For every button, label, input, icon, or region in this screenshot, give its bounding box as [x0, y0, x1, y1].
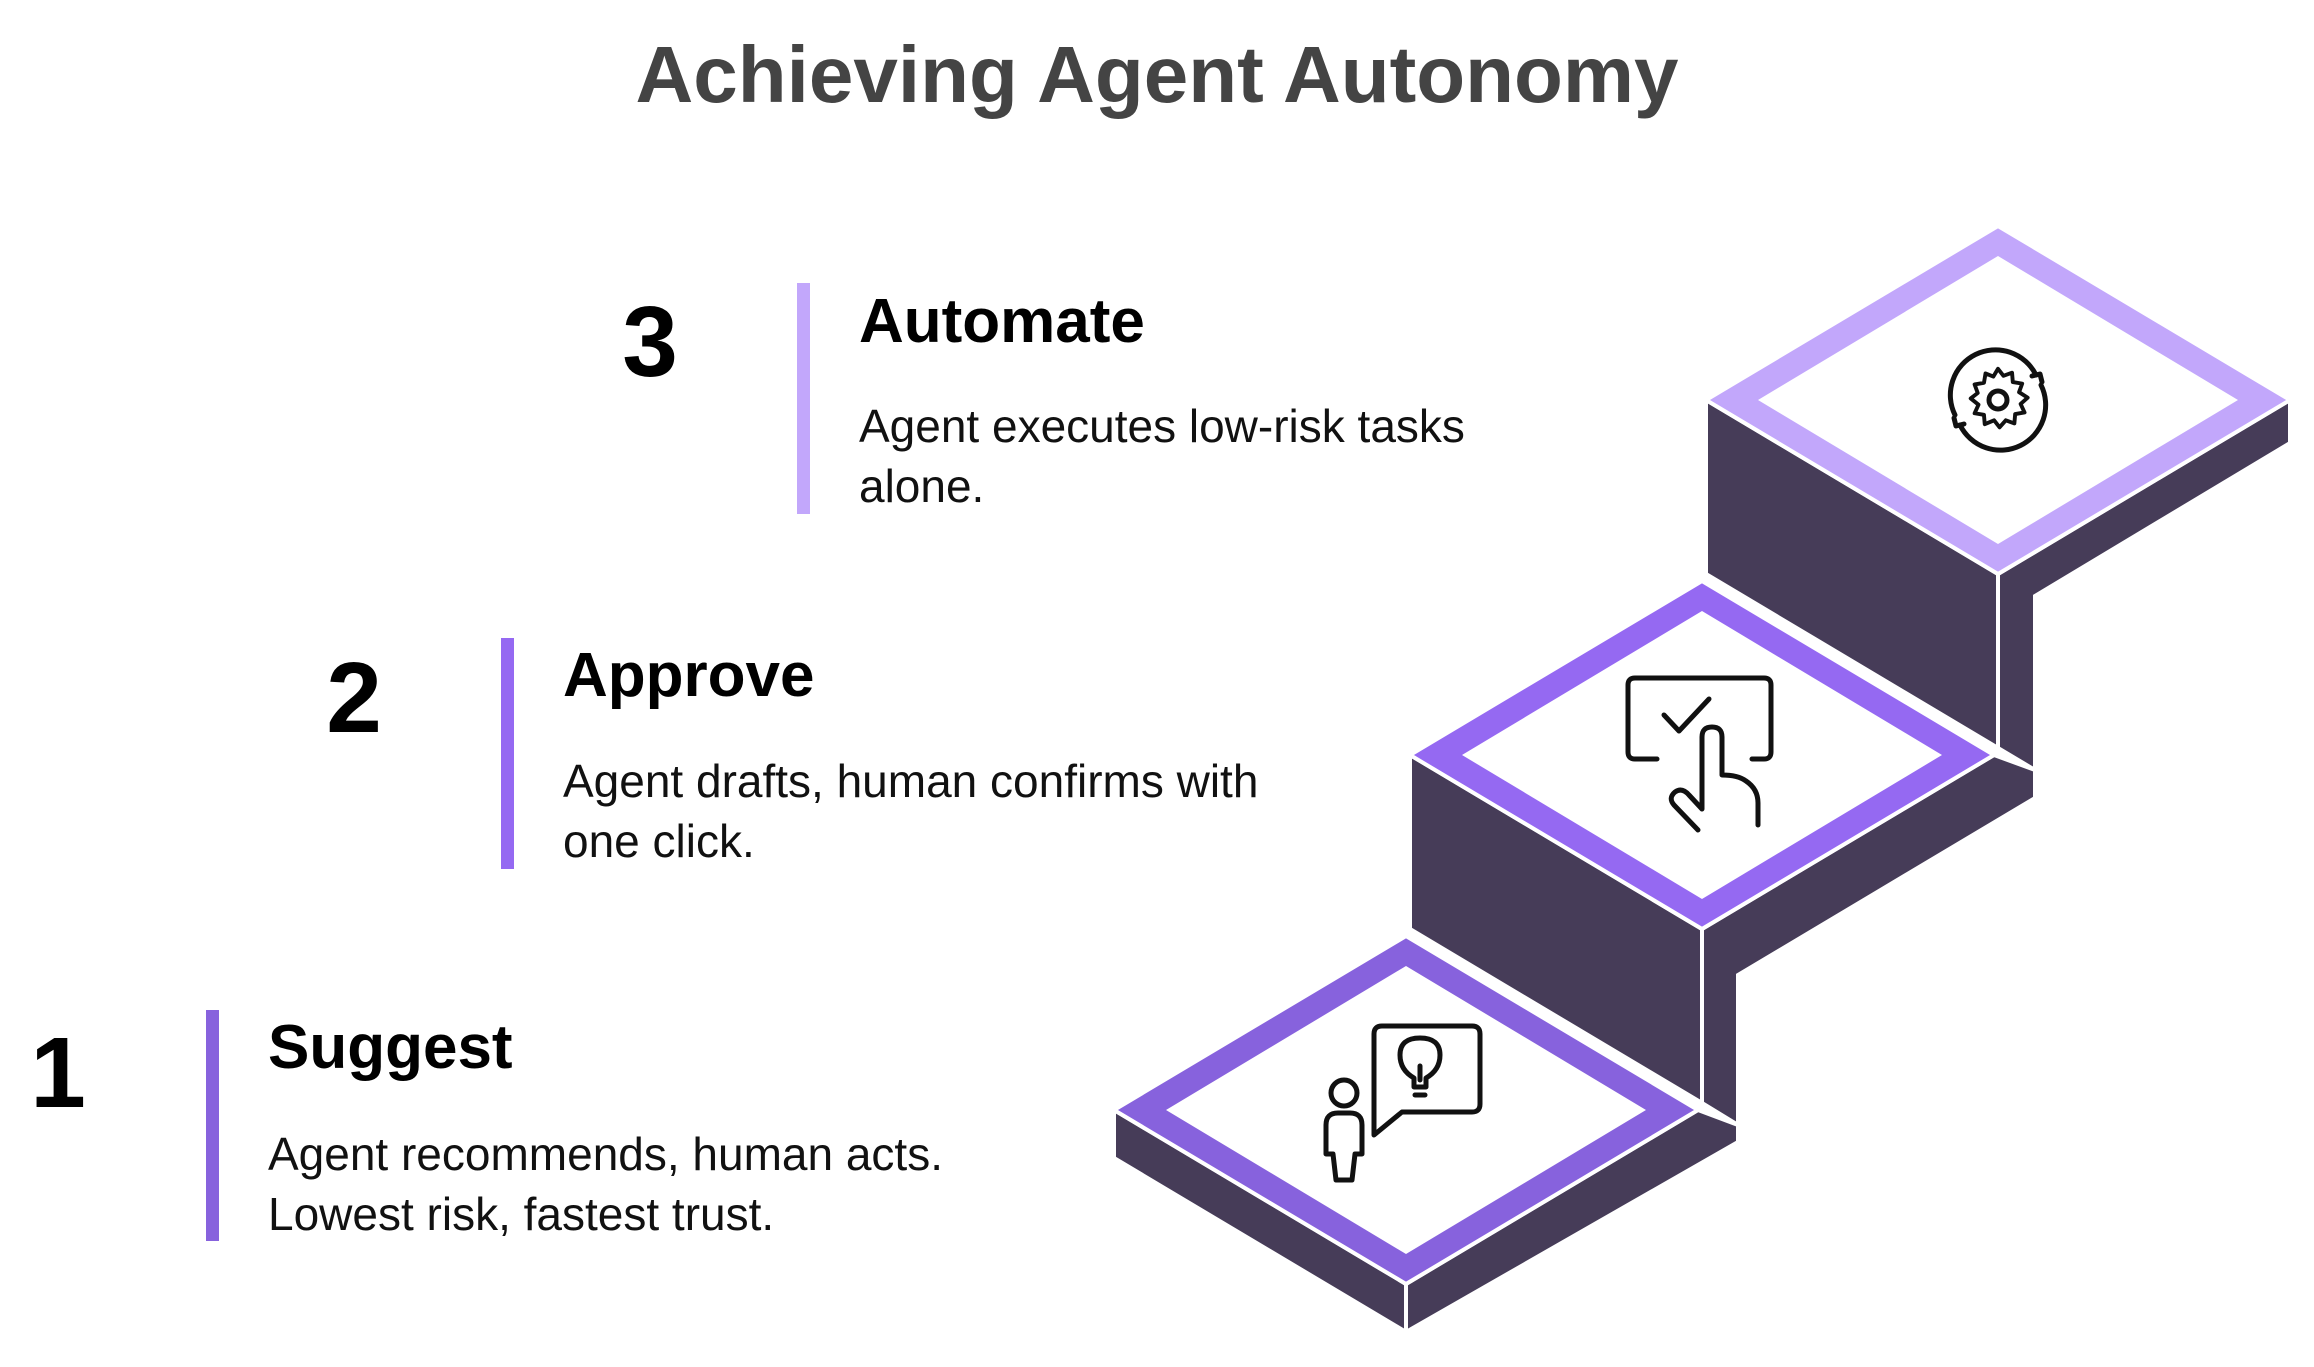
step-2-number: 2 — [326, 642, 382, 754]
step-2-label: 2 Approve Agent drafts, human confirms w… — [326, 638, 1258, 869]
hand-touch-check-icon — [1625, 675, 1774, 833]
step-1-desc-line-1: Agent recommends, human acts. — [268, 1128, 943, 1180]
step-2-desc-line-2: one click. — [563, 815, 755, 867]
step-3-block — [1702, 223, 2294, 774]
step-2-desc-line-1: Agent drafts, human confirms with — [563, 755, 1258, 807]
step-3-desc-line-1: Agent executes low-risk tasks — [859, 400, 1465, 452]
person-lightbulb-icon — [1323, 1023, 1483, 1183]
step-2-heading: Approve — [563, 641, 814, 710]
step-3-label: 3 Automate Agent executes low-risk tasks… — [622, 283, 1465, 514]
step-2-block — [1406, 578, 2037, 1129]
step-3-number: 3 — [622, 286, 678, 398]
step-1-accent-bar — [206, 1010, 219, 1241]
page-title: Achieving Agent Autonomy — [636, 30, 1679, 119]
step-2-riser-right — [1700, 752, 2037, 1129]
step-1-number: 1 — [30, 1017, 86, 1129]
step-1-label: 1 Suggest Agent recommends, human acts. … — [30, 1010, 943, 1241]
step-3-desc-line-2: alone. — [859, 460, 984, 512]
step-1-desc-line-2: Lowest risk, fastest trust. — [268, 1188, 774, 1240]
step-3-top-inner — [1758, 256, 2238, 544]
step-1-block — [1110, 933, 1740, 1336]
staircase — [1110, 223, 2294, 1336]
step-3-heading: Automate — [859, 287, 1145, 356]
step-2-accent-bar — [501, 638, 514, 869]
gear-cycle-icon — [1947, 347, 2049, 453]
step-1-heading: Suggest — [268, 1013, 513, 1082]
step-3-accent-bar — [797, 283, 810, 514]
